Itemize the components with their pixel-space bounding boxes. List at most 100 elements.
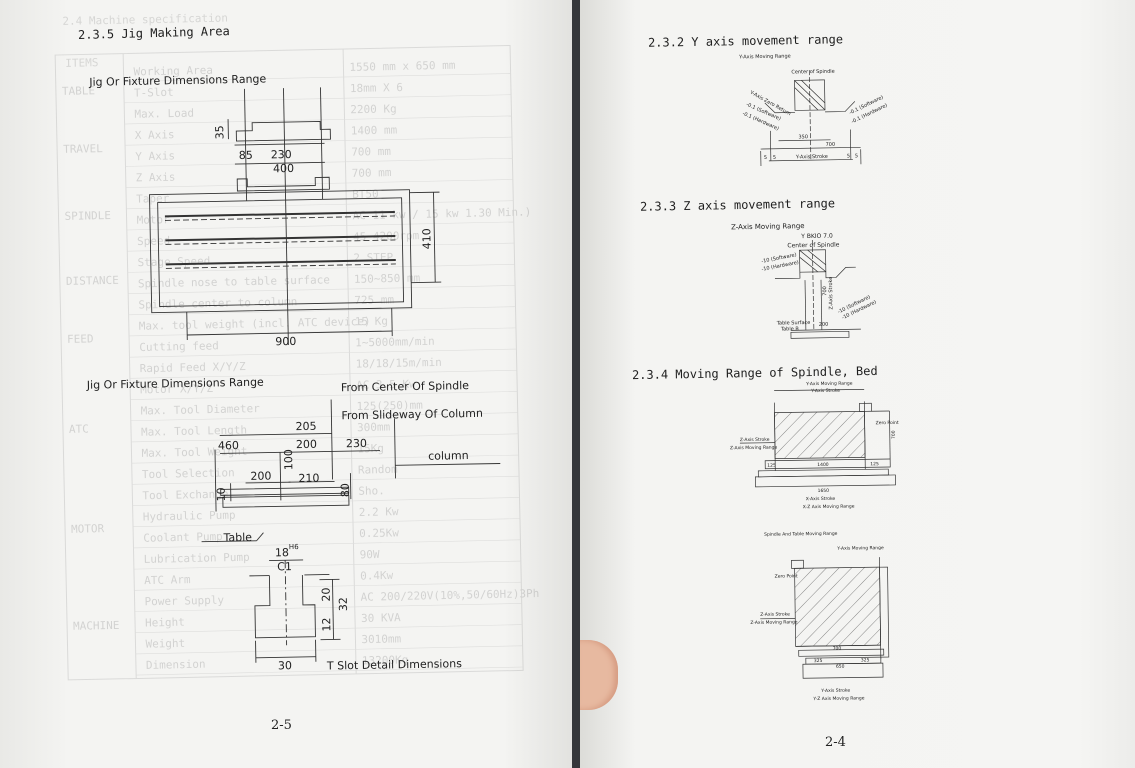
ghost-row-line <box>132 475 520 485</box>
ghost-item: ATC Arm <box>144 573 191 587</box>
diagram1-title: Jig Or Fixture Dimensions Range <box>88 72 266 88</box>
bed-z-caption2: Z-Axis Moving Range <box>750 619 798 626</box>
ghost-item: Dimension <box>146 658 206 672</box>
ghost-value: 700 mm <box>352 166 392 180</box>
ghost-header: ITEMS <box>65 56 98 70</box>
ghost-value: 125(250)mm <box>356 399 423 413</box>
ghost-row-line <box>131 454 519 464</box>
ghost-item: X Axis <box>135 128 175 142</box>
dim-230: 230 <box>271 148 292 161</box>
ghost-value: 700 mm <box>351 145 391 159</box>
dim-10: 10 <box>215 487 228 501</box>
y-stroke: Y-Axis Stroke <box>795 154 828 161</box>
bed-y-caption: Y-Axis Moving Range <box>836 545 884 552</box>
bed-zero-point2: Zero Point <box>775 573 798 579</box>
tslot-32: 32 <box>337 597 350 611</box>
ghost-row-line <box>125 179 513 188</box>
dim-80: 80 <box>339 483 352 497</box>
ghost-value: 300mm <box>357 421 391 435</box>
ghost-row-line <box>128 285 516 294</box>
ghost-value: Sho. <box>358 484 385 498</box>
ghost-item: Max. Tool Diameter <box>140 402 260 418</box>
y-d350: 350 <box>798 134 808 140</box>
dim-205: 205 <box>295 420 316 433</box>
ghost-item: Z Axis <box>136 171 176 185</box>
right-page: 2.3.2 Y axis movement range 2.3.3 Z axis… <box>580 0 1135 768</box>
ghost-value: 15Kg <box>357 442 384 456</box>
ghost-category: MOTOR <box>71 522 105 536</box>
ghost-item: Cutting feed <box>139 339 219 354</box>
z-axis-diagram: Z-Axis Moving Range Y BKIO 7.0 Center of… <box>731 222 878 339</box>
ghost-row-line <box>134 603 522 612</box>
y-s3: 5 <box>847 153 850 159</box>
dim-900: 900 <box>275 335 296 348</box>
bed-z-stroke2: Z-Axis Stroke <box>760 611 790 617</box>
ghost-value: 1400 mm <box>351 124 398 138</box>
bed-d325b: 325 <box>861 657 870 663</box>
y-s2: 5 <box>773 155 776 161</box>
ghost-category: ATC <box>69 422 89 435</box>
ghost-item: Motor <box>136 213 170 227</box>
bed-zero-point: Zero Point <box>876 420 899 426</box>
ghost-category: MACHINE <box>73 619 120 633</box>
dim-200b: 200 <box>250 470 271 483</box>
z-sub1: Y BKIO 7.0 <box>800 233 833 241</box>
z-table-surface1: Table Surface <box>776 320 811 327</box>
ghost-item: Tool Selection <box>142 466 235 481</box>
ghost-row-line <box>130 391 518 400</box>
ghost-row-line <box>135 645 523 655</box>
ghost-item: T-Slot <box>134 86 174 100</box>
diagram2-title: Jig Or Fixture Dimensions Range <box>86 376 264 392</box>
ghost-item: Spindle nose to table surface <box>138 273 330 290</box>
ghost-category: TABLE <box>62 84 95 98</box>
bed-top-caption2: Y-Axis Stroke <box>810 388 840 394</box>
ghost-row-line <box>133 539 521 549</box>
y-caption: Y-Axis Moving Range <box>738 54 791 61</box>
right-page-number: 2-4 <box>825 735 846 750</box>
ghost-row-line <box>128 306 516 316</box>
y-d700: 700 <box>826 142 836 148</box>
y-s4: 5 <box>855 153 858 159</box>
bed-yz-caption: Y-Z Axis Moving Range <box>812 695 864 702</box>
ghost-row-line <box>131 433 519 443</box>
ghost-row-line <box>124 115 512 125</box>
ghost-title: 2.4 Machine specification <box>62 11 228 27</box>
ghost-value: 1550 mm x 650 mm <box>349 59 456 74</box>
bed-d650: 650 <box>836 664 845 670</box>
dim-210: 210 <box>298 472 319 485</box>
y-center-label: Center of Spindle <box>791 69 834 76</box>
ghost-item: Speed <box>137 234 170 248</box>
y-axis-diagram: Y-Axis Moving Range Center of Spindle Y-… <box>738 54 889 167</box>
bed-top-caption1: Y-Axis Moving Range <box>805 381 853 388</box>
ghost-row-line <box>123 73 511 82</box>
ghost-row-line <box>135 624 523 634</box>
ghost-value: 0.4Kw <box>360 569 394 583</box>
label-from-slideway: From Slideway Of Column <box>341 407 483 422</box>
tslot-20: 20 <box>320 587 333 601</box>
ghost-item: Height <box>145 616 185 630</box>
ghost-item: Max. Load <box>134 107 194 121</box>
z-d700: 700 <box>822 286 828 296</box>
dim-400: 400 <box>273 162 294 175</box>
ghost-value: 18mm X 6 <box>350 81 403 95</box>
ghost-value: 15 Kg <box>355 315 388 329</box>
z-caption: Z-Axis Moving Range <box>731 222 805 231</box>
z-sub2: Center of Spindle <box>787 241 839 249</box>
ghost-item: Spindle center to column <box>138 295 297 311</box>
ghost-value: AC 3.5 Kw <box>356 378 416 392</box>
tslot-tolerance: H6 <box>289 543 299 551</box>
bed-section-title: Spindle And Table Moving Range <box>764 531 838 538</box>
dim-200a: 200 <box>296 438 317 451</box>
ghost-row-line <box>129 348 517 358</box>
bed-y-stroke: Y-Axis Stroke <box>820 688 850 694</box>
ghost-item: Hydraulic Pump <box>143 509 236 524</box>
book-gutter <box>572 0 580 768</box>
ghost-row-line <box>134 581 522 591</box>
ghost-row-line <box>136 666 524 676</box>
y-s1: 5 <box>764 155 767 161</box>
ghost-item: Rapid Feed X/Y/Z <box>140 360 247 375</box>
bed-x-stroke: X-Axis Stroke <box>806 496 836 502</box>
ghost-category: DISTANCE <box>66 274 119 288</box>
ghost-value: 1~5000mm/min <box>355 335 435 350</box>
